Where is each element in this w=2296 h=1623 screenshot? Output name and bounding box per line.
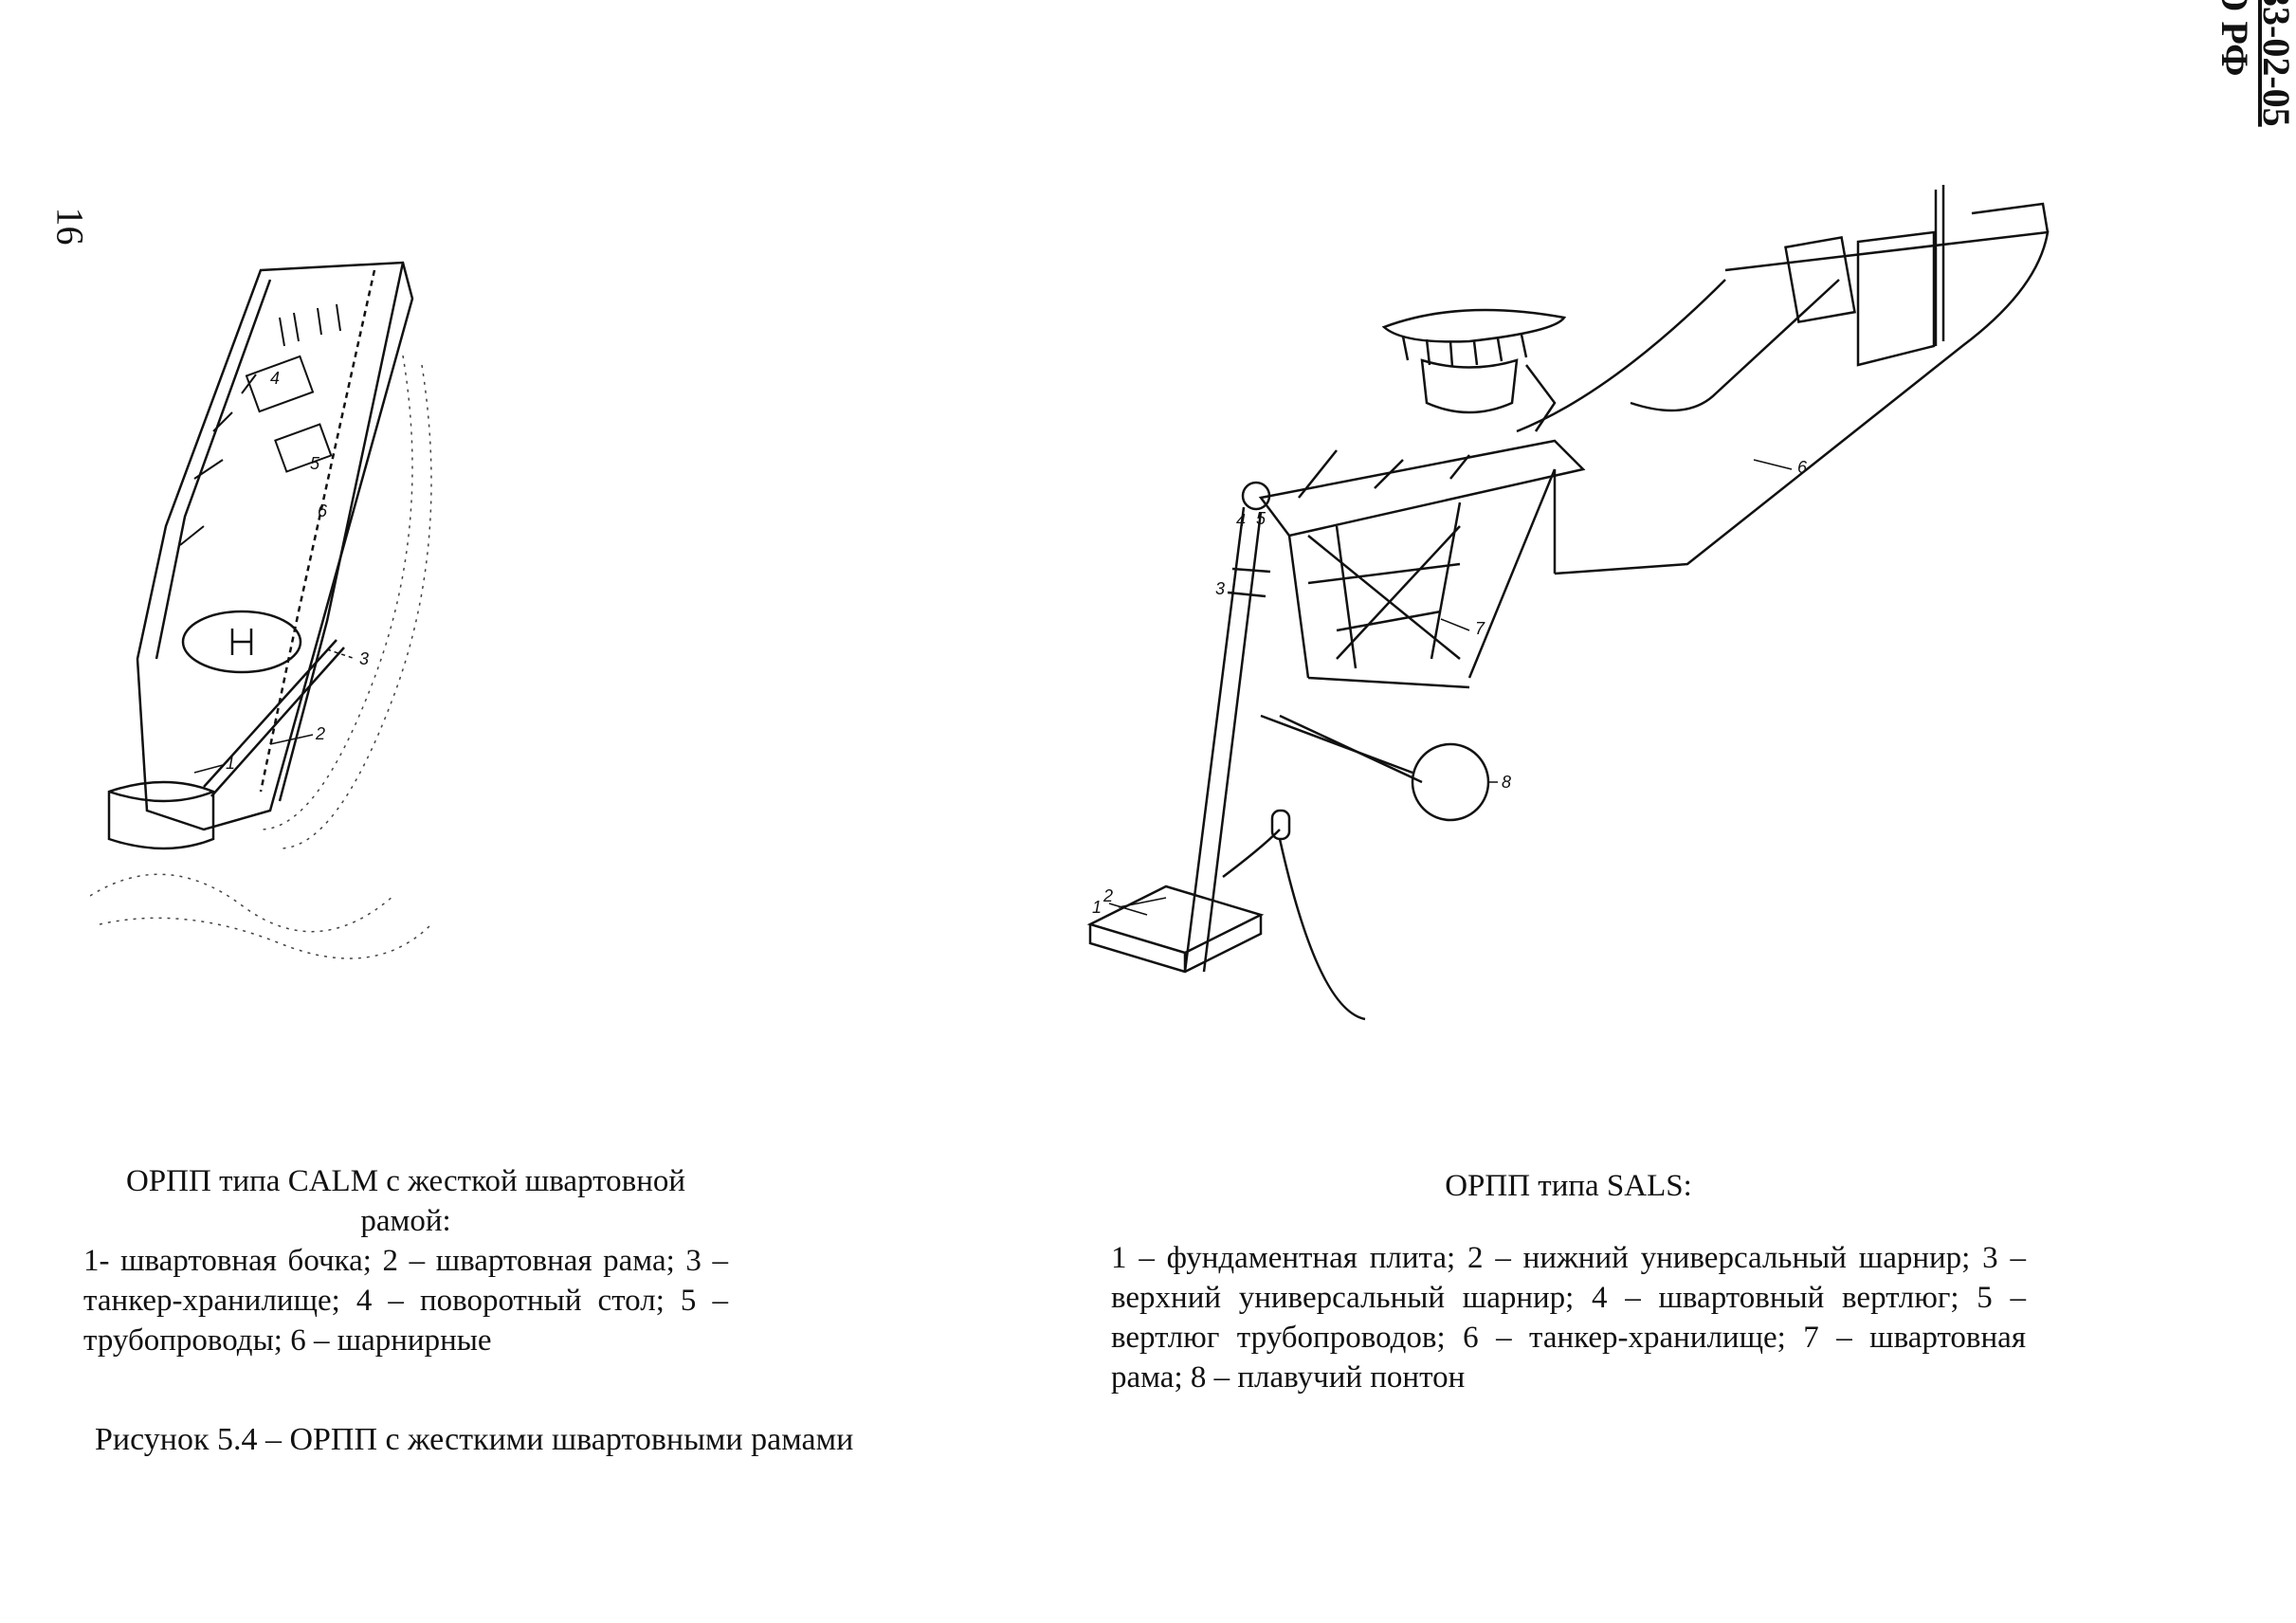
mooring-buoy — [107, 780, 215, 850]
sals-label-8: 8 — [1502, 773, 1511, 792]
rigid-frame — [1258, 439, 1586, 784]
turntable — [1381, 308, 1567, 432]
calm-terminal-drawing: 1 2 3 4 5 6 — [90, 261, 432, 959]
deck-details — [179, 303, 341, 546]
sals-caption-legend: 1 – фундаментная плита; 2 – нижний униве… — [1111, 1241, 2026, 1395]
sals-label-6: 6 — [1797, 458, 1808, 477]
sals-label-1: 1 — [1092, 898, 1102, 917]
calm-labels: 1 2 3 4 5 6 — [193, 369, 369, 774]
calm-caption: ОРПП типа CALM с жесткой швартовной рамо… — [83, 1161, 728, 1360]
figure-caption: Рисунок 5.4 – ОРПП с жесткими швартовным… — [95, 1422, 854, 1457]
calm-label-6: 6 — [318, 501, 328, 520]
sals-label-2: 2 — [1102, 886, 1113, 905]
sals-label-5: 5 — [1256, 509, 1266, 528]
document-code: ВСП 33-02-05 МО РФ — [2214, 0, 2296, 163]
sals-label-4: 4 — [1236, 511, 1246, 530]
page-number: 16 — [48, 207, 92, 246]
calm-caption-legend: 1- швартовная бочка; 2 – швартовная рама… — [83, 1244, 728, 1358]
water-texture — [90, 355, 432, 959]
calm-label-4: 4 — [270, 369, 280, 388]
sals-tanker-hull — [1516, 202, 2050, 575]
helideck — [181, 610, 302, 674]
articulated-column — [1183, 481, 1271, 973]
calm-label-5: 5 — [310, 454, 320, 473]
calm-label-2: 2 — [315, 724, 325, 743]
sals-terminal-drawing: 1 2 3 4 5 6 7 8 — [1086, 185, 2050, 1021]
sals-caption-title: ОРПП типа SALS: — [1445, 1169, 1692, 1203]
sals-labels: 1 2 3 4 5 6 7 8 — [1092, 458, 1808, 917]
superstructure — [1784, 185, 1945, 367]
foundation-base — [1086, 884, 1265, 974]
calm-caption-title: ОРПП типа CALM с жесткой швартовной рамо… — [125, 1164, 686, 1238]
floating-pontoon — [1260, 714, 1490, 822]
doc-code-line2: МО РФ — [2214, 0, 2256, 77]
mooring-yoke — [203, 639, 345, 797]
calm-label-3: 3 — [359, 649, 369, 668]
sals-label-3: 3 — [1215, 579, 1225, 598]
pipeline-hose — [1222, 809, 1366, 1021]
doc-code-line1: ВСП 33-02-05 — [2255, 0, 2296, 127]
tanker-hull — [136, 261, 414, 831]
sals-label-7: 7 — [1475, 619, 1485, 638]
sals-caption: ОРПП типа SALS: 1 – фундаментная плита; … — [1111, 1166, 2026, 1397]
calm-label-1: 1 — [226, 754, 235, 773]
